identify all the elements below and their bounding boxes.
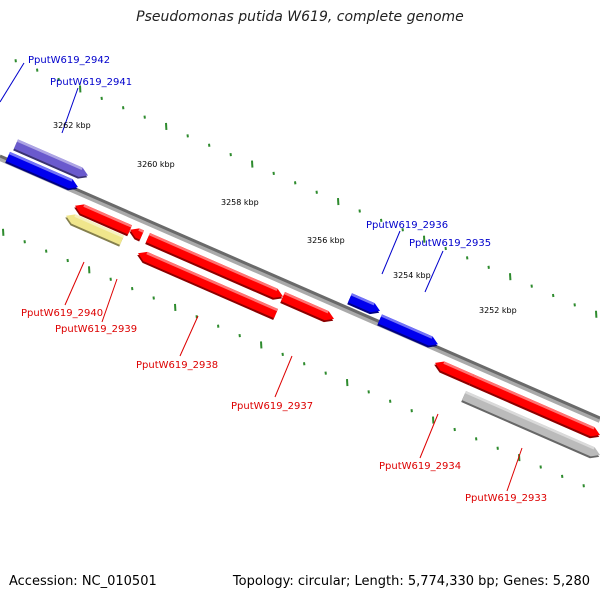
gene-arrow-PputW619_2942[interactable] bbox=[5, 151, 80, 194]
tick-marks bbox=[2, 59, 598, 488]
gene-arrow-PputW619_2938[interactable] bbox=[135, 249, 279, 320]
gene-arrow-PputW619_2941[interactable] bbox=[13, 139, 90, 181]
gene-arrow-PputW619_2935[interactable] bbox=[377, 314, 440, 350]
scale-label-3252: 3252 kbp bbox=[479, 306, 517, 315]
gene-arrow-highlight bbox=[284, 292, 329, 314]
gene-arrow-body bbox=[461, 391, 600, 457]
leader-line-PputW619_2942 bbox=[0, 62, 25, 103]
gene-label-2938[interactable]: PputW619_2938 bbox=[136, 360, 218, 371]
gene-arrow-PputW619_2934[interactable] bbox=[432, 358, 475, 386]
scale-label-3260: 3260 kbp bbox=[137, 160, 175, 169]
gene-arrow-body bbox=[138, 251, 279, 319]
gene-arrow-body bbox=[280, 292, 334, 321]
gene-arrow-body bbox=[435, 361, 475, 384]
gene-arrow-PputW619_2934[interactable] bbox=[469, 374, 600, 442]
accession-text: Accession: NC_010501 bbox=[9, 574, 157, 589]
gene-arrow-body bbox=[469, 374, 600, 437]
gene-arrow-PputW619_2933[interactable] bbox=[461, 391, 600, 461]
leader-line-PputW619_2940 bbox=[64, 261, 85, 306]
leader-line-PputW619_2938 bbox=[179, 315, 199, 357]
scale-label-3254: 3254 kbp bbox=[393, 271, 431, 280]
gene-arrow-highlight bbox=[381, 314, 433, 339]
gene-label-2942[interactable]: PputW619_2942 bbox=[28, 55, 110, 66]
gene-arrow-PputW619_2940[interactable] bbox=[63, 211, 125, 247]
gene-label-2935[interactable]: PputW619_2935 bbox=[409, 238, 491, 249]
gene-arrow-body bbox=[5, 151, 78, 189]
gene-label-2933[interactable]: PputW619_2933 bbox=[465, 493, 547, 504]
gene-arrow-highlight bbox=[9, 151, 73, 182]
leader-line-PputW619_2941 bbox=[61, 87, 79, 134]
leader-line-PputW619_2939 bbox=[101, 278, 118, 323]
gene-arrow-highlight bbox=[83, 204, 133, 228]
gene-arrow-highlight bbox=[149, 233, 278, 292]
scale-label-3262: 3262 kbp bbox=[53, 121, 91, 130]
genome-backbone bbox=[0, 154, 600, 423]
gene-arrow-body bbox=[75, 204, 133, 235]
genome-stats-text: Topology: circular; Length: 5,774,330 bp… bbox=[232, 574, 590, 589]
gene-arrow-highlight bbox=[146, 251, 279, 312]
gene-arrow-PputW619_2938[interactable] bbox=[145, 233, 285, 303]
gene-arrow-PputW619_2939[interactable] bbox=[127, 225, 145, 242]
gene-arrow-highlight bbox=[473, 374, 595, 430]
leader-line-PputW619_2936 bbox=[381, 230, 401, 275]
leader-line-PputW619_2937 bbox=[274, 355, 293, 398]
leader-line-PputW619_2934 bbox=[419, 413, 439, 459]
gene-arrow-PputW619_2936[interactable] bbox=[347, 293, 382, 317]
gene-label-2940[interactable]: PputW619_2940 bbox=[21, 308, 103, 319]
gene-arrow-body bbox=[377, 314, 438, 346]
gene-arrow-body bbox=[145, 233, 283, 298]
gene-arrow-highlight bbox=[443, 361, 475, 377]
gene-arrow-body bbox=[66, 214, 125, 245]
label-leaders bbox=[0, 62, 523, 492]
scale-label-3256: 3256 kbp bbox=[307, 236, 345, 245]
gene-arrow-PputW619_2939[interactable] bbox=[72, 201, 133, 237]
gene-arrow-highlight bbox=[17, 139, 83, 170]
map-title: Pseudomonas putida W619, complete genome bbox=[136, 9, 464, 25]
leader-line-PputW619_2933 bbox=[506, 447, 523, 492]
gene-arrow-body bbox=[347, 293, 380, 313]
gene-arrow-body bbox=[13, 139, 88, 177]
gene-arrow-highlight bbox=[351, 293, 375, 306]
gene-arrow-highlight bbox=[138, 228, 145, 233]
gene-label-2937[interactable]: PputW619_2937 bbox=[231, 401, 313, 412]
gene-label-2941[interactable]: PputW619_2941 bbox=[50, 77, 132, 88]
gene-arrow-highlight bbox=[74, 214, 125, 238]
gene-features bbox=[5, 139, 600, 461]
gene-arrow-highlight bbox=[465, 391, 595, 450]
scale-label-3258: 3258 kbp bbox=[221, 198, 259, 207]
gene-label-2934[interactable]: PputW619_2934 bbox=[379, 461, 461, 472]
gene-label-2936[interactable]: PputW619_2936 bbox=[366, 220, 448, 231]
gene-label-2939[interactable]: PputW619_2939 bbox=[55, 324, 137, 335]
gene-arrow-PputW619_2937[interactable] bbox=[280, 292, 336, 325]
leader-line-PputW619_2935 bbox=[424, 250, 444, 293]
